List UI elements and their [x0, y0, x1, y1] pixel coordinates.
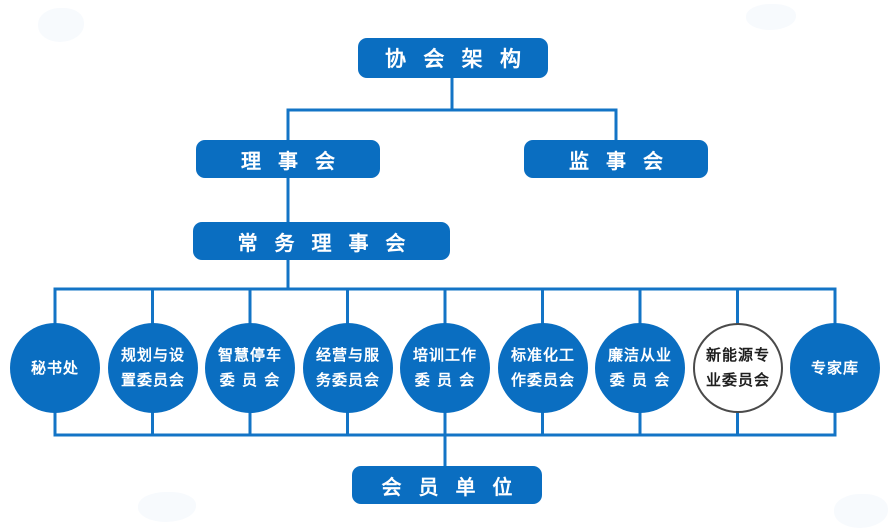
- committee-label: 专家库: [810, 358, 859, 377]
- committee-label: 规划与设: [120, 346, 185, 365]
- committee-label: 业委员会: [705, 371, 770, 389]
- committee-circle-new-energy: 新能源专业委员会: [693, 323, 783, 413]
- cloud-decoration: [746, 4, 796, 30]
- committee-circle-smart-parking: 智慧停车委 员 会: [205, 323, 295, 413]
- committee-label: 经营与服: [315, 346, 380, 365]
- committee-label: 委 员 会: [219, 371, 281, 389]
- committee-label: 作委员会: [510, 371, 575, 389]
- node-supervisory-board: 监 事 会: [524, 140, 708, 178]
- committee-label: 秘书处: [30, 358, 79, 377]
- node-council: 理 事 会: [196, 140, 380, 178]
- committee-label: 廉洁从业: [607, 346, 672, 365]
- committee-label: 务委员会: [315, 371, 380, 389]
- committee-circle-planning-setup: 规划与设置委员会: [108, 323, 198, 413]
- committee-circle-standardization: 标准化工作委员会: [498, 323, 588, 413]
- committee-circle-integrity: 廉洁从业委 员 会: [595, 323, 685, 413]
- node-association-structure: 协 会 架 构: [358, 38, 548, 78]
- committee-label: 委 员 会: [609, 371, 671, 389]
- node-member-units: 会 员 单 位: [352, 466, 542, 504]
- committee-circle-expert-pool: 专家库: [790, 323, 880, 413]
- node-standing-council: 常 务 理 事 会: [193, 222, 450, 260]
- committee-label: 标准化工: [510, 346, 575, 365]
- committee-label: 委 员 会: [414, 371, 476, 389]
- committee-label: 新能源专: [705, 346, 770, 365]
- committee-circle-secretariat: 秘书处: [10, 323, 100, 413]
- committee-label: 置委员会: [120, 371, 185, 389]
- cloud-decoration: [834, 494, 888, 528]
- committee-circle-training: 培训工作委 员 会: [400, 323, 490, 413]
- committee-label: 培训工作: [412, 346, 477, 365]
- cloud-decoration: [138, 492, 196, 522]
- committee-label: 智慧停车: [217, 346, 282, 365]
- committee-circle-operation-service: 经营与服务委员会: [303, 323, 393, 413]
- cloud-decoration: [38, 8, 84, 42]
